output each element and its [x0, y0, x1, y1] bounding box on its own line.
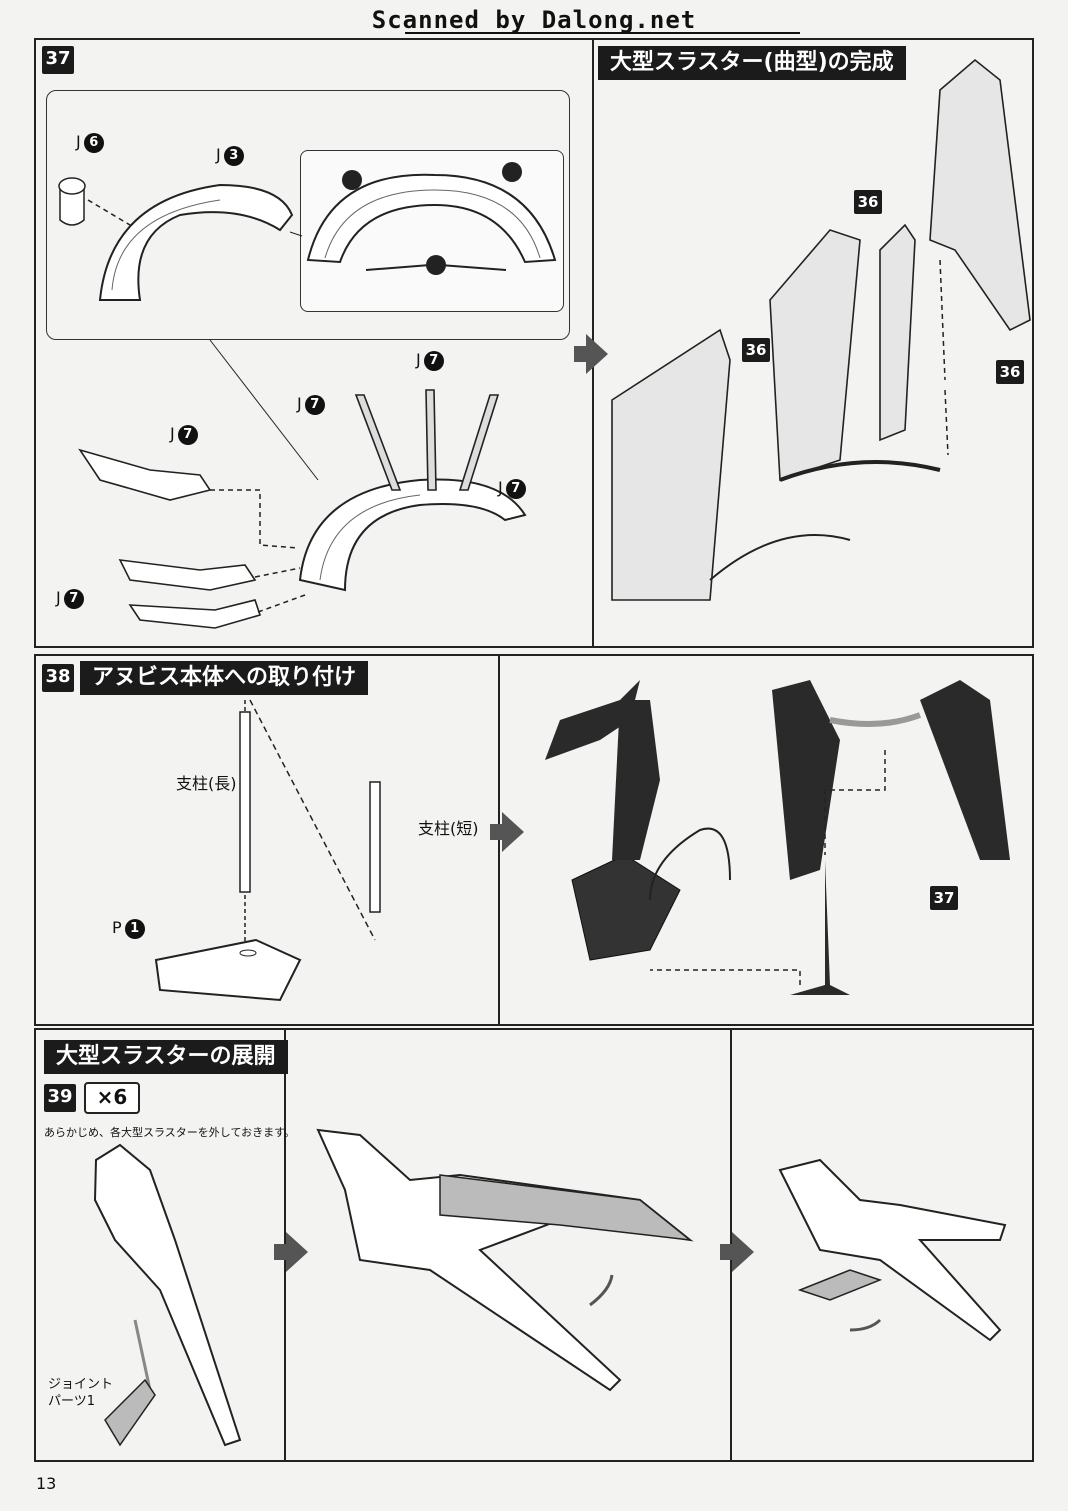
arrow-38-icon: [502, 812, 524, 852]
label-j7-b-letter: J: [297, 394, 302, 413]
step-37-panel: [34, 38, 1034, 648]
label-j3-letter: J: [216, 145, 221, 164]
joint-label-line2: パーツ1: [48, 1394, 96, 1409]
step-37-number: 37: [42, 46, 74, 74]
step-39-note: あらかじめ、各大型スラスターを外しておきます。: [44, 1126, 296, 1139]
header-underline: [405, 32, 800, 34]
step-38-number: 38: [42, 664, 74, 692]
label-j7-d-num: 7: [505, 478, 526, 499]
label-j6-num: 6: [83, 132, 104, 153]
multiplier-badge: ×6: [84, 1082, 140, 1114]
label-j7-e-letter: J: [56, 588, 61, 607]
label-j7-b-num: 7: [304, 394, 325, 415]
step-39-number: 39: [44, 1084, 76, 1112]
ref-36-a: 36: [854, 190, 882, 214]
ref-36-c: 36: [996, 360, 1024, 384]
label-j7-e-num: 7: [63, 588, 84, 609]
joint-parts-label: ジョイント パーツ1: [48, 1376, 113, 1410]
arrow-39a-stem: [274, 1244, 286, 1260]
base-num: 1: [124, 918, 145, 939]
label-j3-num: 3: [223, 145, 244, 166]
pillar-short-label: 支柱(短): [418, 819, 479, 838]
arrow-37-icon: [586, 334, 608, 374]
detail-frame: [46, 90, 570, 340]
scan-credit: Scanned by Dalong.net: [371, 6, 697, 34]
step-38-divider: [498, 656, 500, 1024]
label-j7-c-letter: J: [170, 424, 175, 443]
pillar-long-label: 支柱(長): [176, 774, 237, 793]
j6-part-drawing: [58, 177, 86, 226]
arrow-39a-icon: [286, 1232, 308, 1272]
label-j7-a-letter: J: [416, 350, 421, 369]
arrow-37-stem: [574, 346, 586, 362]
ref-36-b: 36: [742, 338, 770, 362]
joint-label-line1: ジョイント: [48, 1377, 114, 1392]
step-39-section-title: 大型スラスターの展開: [44, 1040, 288, 1074]
arrow-38-stem: [490, 824, 502, 840]
step-37-title: 大型スラスター(曲型)の完成: [598, 46, 906, 80]
label-j7-a-num: 7: [423, 350, 444, 371]
label-j7-d-letter: J: [498, 478, 503, 497]
base-letter: P: [112, 918, 122, 937]
page-number: 13: [36, 1474, 57, 1493]
ref-37: 37: [930, 886, 958, 910]
arrow-39b-stem: [720, 1244, 732, 1260]
step-38-title: アヌビス本体への取り付け: [80, 661, 369, 695]
step-38-panel: [34, 654, 1034, 1026]
step-39-panel: [34, 1028, 1034, 1462]
label-j7-c-num: 7: [177, 424, 198, 445]
arrow-39b-icon: [732, 1232, 754, 1272]
label-j6-letter: J: [76, 132, 81, 151]
